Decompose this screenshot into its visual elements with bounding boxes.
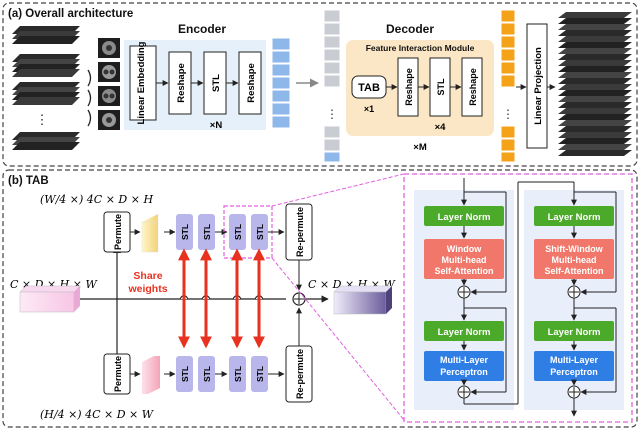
bottom-formula: (H/4 ×) 4C × D × W: [40, 408, 155, 421]
wmsa-layer-norm-2: [424, 321, 504, 341]
slice-stack-2: [12, 54, 80, 77]
slice-stack-3: [12, 82, 80, 105]
slices-ellipsis: ⋮: [36, 112, 49, 127]
encoder-stl-label: STL: [211, 74, 222, 92]
panel-a-frame: [2, 2, 638, 167]
encoder-label: Encoder: [178, 22, 226, 36]
svg-text:Multi-head: Multi-head: [442, 255, 487, 265]
top-stl-3: [229, 214, 246, 250]
slice-stack-1: [12, 26, 80, 44]
input-tensor: [19, 291, 75, 313]
linear-embedding-box: [129, 45, 157, 121]
top-formula: (W/4 ×) 4C × D × H: [40, 193, 153, 206]
encoder-reshape-2-label: Reshape: [246, 63, 257, 103]
svg-text:Layer Norm: Layer Norm: [438, 327, 491, 338]
top-stl-4: [251, 214, 268, 250]
feature-interaction-module: [346, 40, 494, 136]
svg-text:Layer Norm: Layer Norm: [548, 327, 601, 338]
svg-text:Re-permute: Re-permute: [295, 349, 305, 399]
stl-detail-frame: [403, 173, 633, 423]
bottom-stl-1: [176, 356, 193, 392]
svg-text:Perceptron: Perceptron: [550, 367, 598, 377]
svg-text:Multi-head: Multi-head: [552, 255, 597, 265]
bottom-stl-2: [198, 356, 215, 392]
output-tensor: [333, 291, 387, 315]
wmsa-layer-norm-1: [424, 206, 504, 226]
swmsa-mlp: [534, 351, 614, 381]
ct-slice-stacks: ⋮: [12, 26, 92, 150]
svg-text:STL: STL: [255, 366, 265, 382]
svg-text:STL: STL: [202, 366, 212, 382]
input-tensor-top: [19, 285, 81, 293]
encoder-repeat-n: ×N: [210, 120, 223, 131]
svg-text:Window: Window: [447, 244, 482, 254]
svg-text:Permute: Permute: [113, 356, 123, 392]
svg-text:STL: STL: [233, 366, 243, 382]
svg-text:STL: STL: [436, 78, 446, 96]
svg-text:Multi-Layer: Multi-Layer: [440, 355, 489, 365]
tab-repeat: ×1: [364, 104, 374, 114]
panel-b-frame: [2, 169, 638, 428]
share-weights-arrows: [178, 248, 265, 349]
fim-repeat-4: ×4: [435, 122, 447, 133]
encoder-reshape-2: [238, 51, 262, 115]
fim-label: Feature Interaction Module: [366, 43, 475, 53]
swmsa-layer-norm-1: [534, 206, 614, 226]
slice-stack-4: [12, 132, 80, 150]
ct-thumbnails: [98, 38, 120, 130]
svg-text:Reshape: Reshape: [404, 68, 414, 106]
bottom-tensor: [142, 356, 160, 394]
swmsa-attention: [534, 239, 614, 279]
output-slice-stack: [558, 12, 632, 156]
tab-box-label: TAB: [358, 82, 380, 94]
svg-text:Layer Norm: Layer Norm: [548, 212, 601, 223]
bottom-stl-4: [251, 356, 268, 392]
panel-a-title: (a) Overall architecture: [8, 8, 133, 20]
svg-text:Shift-Window: Shift-Window: [545, 244, 603, 254]
encoder-reshape-1-label: Reshape: [176, 63, 187, 103]
linear-embedding-label: Linear Embedding: [136, 41, 147, 124]
wmsa-mlp: [424, 351, 504, 381]
svg-text:Multi-Layer: Multi-Layer: [550, 355, 599, 365]
svg-text:Reshape: Reshape: [468, 68, 478, 106]
svg-text:⋮: ⋮: [502, 107, 514, 121]
svg-text:STL: STL: [180, 224, 190, 240]
top-stl-1: [176, 214, 193, 250]
bracket-3: [87, 109, 92, 127]
wmsa-attention: [424, 239, 504, 279]
svg-text:⋮: ⋮: [326, 107, 338, 121]
svg-text:STL: STL: [233, 224, 243, 240]
linear-projection-box: [526, 23, 548, 149]
svg-text:Self-Attention: Self-Attention: [545, 266, 604, 276]
svg-text:Layer Norm: Layer Norm: [438, 212, 491, 223]
svg-text:STL: STL: [202, 224, 212, 240]
svg-text:Perceptron: Perceptron: [440, 367, 488, 377]
bracket-2: [87, 89, 92, 107]
decoder-output-token-column: ⋮: [500, 9, 516, 163]
bottom-stl-3: [229, 356, 246, 392]
decoder-input-token-column: ⋮: [323, 9, 341, 163]
decoder-repeat-m: ×M: [413, 142, 427, 153]
share-weights-label-1: Share: [133, 270, 162, 282]
fim-reshape-2: [461, 57, 483, 117]
swmsa-layer-norm-2: [534, 321, 614, 341]
linear-projection-label: Linear Projection: [533, 47, 544, 125]
top-stl-2: [198, 214, 215, 250]
bracket-1: [87, 69, 92, 87]
svg-text:Self-Attention: Self-Attention: [435, 266, 494, 276]
svg-text:STL: STL: [180, 366, 190, 382]
svg-text:Permute: Permute: [113, 214, 123, 250]
decoder-label: Decoder: [386, 22, 434, 36]
share-weights-label-2: weights: [127, 283, 167, 295]
encoder-token-column: [271, 37, 291, 129]
svg-text:STL: STL: [255, 224, 265, 240]
panel-b-title: (b) TAB: [8, 175, 49, 187]
svg-text:Re-permute: Re-permute: [295, 207, 305, 257]
